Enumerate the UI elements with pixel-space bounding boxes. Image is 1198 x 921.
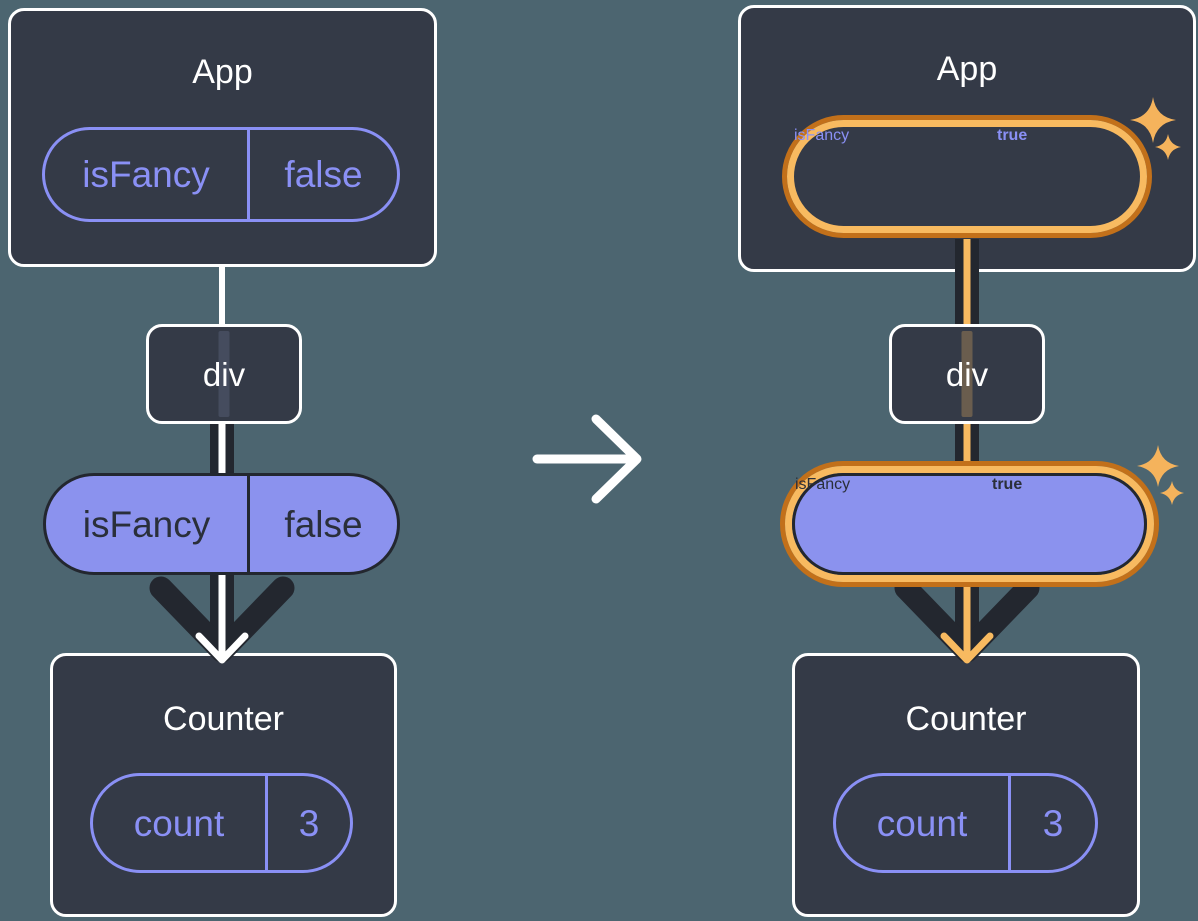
pill-divider [247,130,250,219]
counter-node-after: Counter count 3 [792,653,1140,917]
pill-divider [1008,776,1011,870]
transition-arrow-icon [532,414,642,504]
state-value: true [997,127,1028,144]
state-name: count [876,802,968,844]
app-title-after: App [936,50,998,88]
app-state-pill-before: isFancy false [42,127,400,222]
pill-row: isFancy true [794,127,1140,226]
div-label-before: div [202,355,246,393]
prop-pill-before: isFancy false [43,473,400,575]
app-title-before: App [192,53,253,91]
counter-title-after: Counter [905,700,1027,738]
div-node-after: div [889,324,1045,424]
app-node-before: App isFancy false [8,8,437,267]
state-name: isFancy [82,154,210,195]
app-node-after: App isFancy true [738,5,1196,272]
highlight-ring: isFancy true [785,466,1154,582]
highlight-ring: isFancy true [787,120,1147,233]
arrow-ghost-before [218,331,230,417]
prop-value: true [992,476,1023,493]
pill-divider [247,476,250,572]
counter-state-pill-before: count 3 [90,773,353,873]
counter-node-before: Counter count 3 [50,653,397,917]
prop-value: false [284,503,363,545]
pill-divider [265,776,268,870]
app-state-pill-after-highlighted: isFancy true [782,115,1152,238]
counter-state-pill-after: count 3 [833,773,1098,873]
div-label-after: div [945,355,989,393]
state-name: count [133,802,225,844]
render-arrow-after-icon [894,239,1040,664]
state-value: false [284,154,363,195]
div-node-before: div [146,324,302,424]
state-value: 3 [1042,802,1064,844]
counter-title-before: Counter [163,700,284,738]
prop-name: isFancy [795,476,851,493]
state-value: 3 [298,802,320,844]
state-name: isFancy [794,127,850,144]
pill-row: isFancy true [792,473,1147,575]
prop-name: isFancy [82,503,211,545]
prop-pill-after-highlighted: isFancy true [780,461,1159,587]
connector-app-div-before [219,265,225,325]
